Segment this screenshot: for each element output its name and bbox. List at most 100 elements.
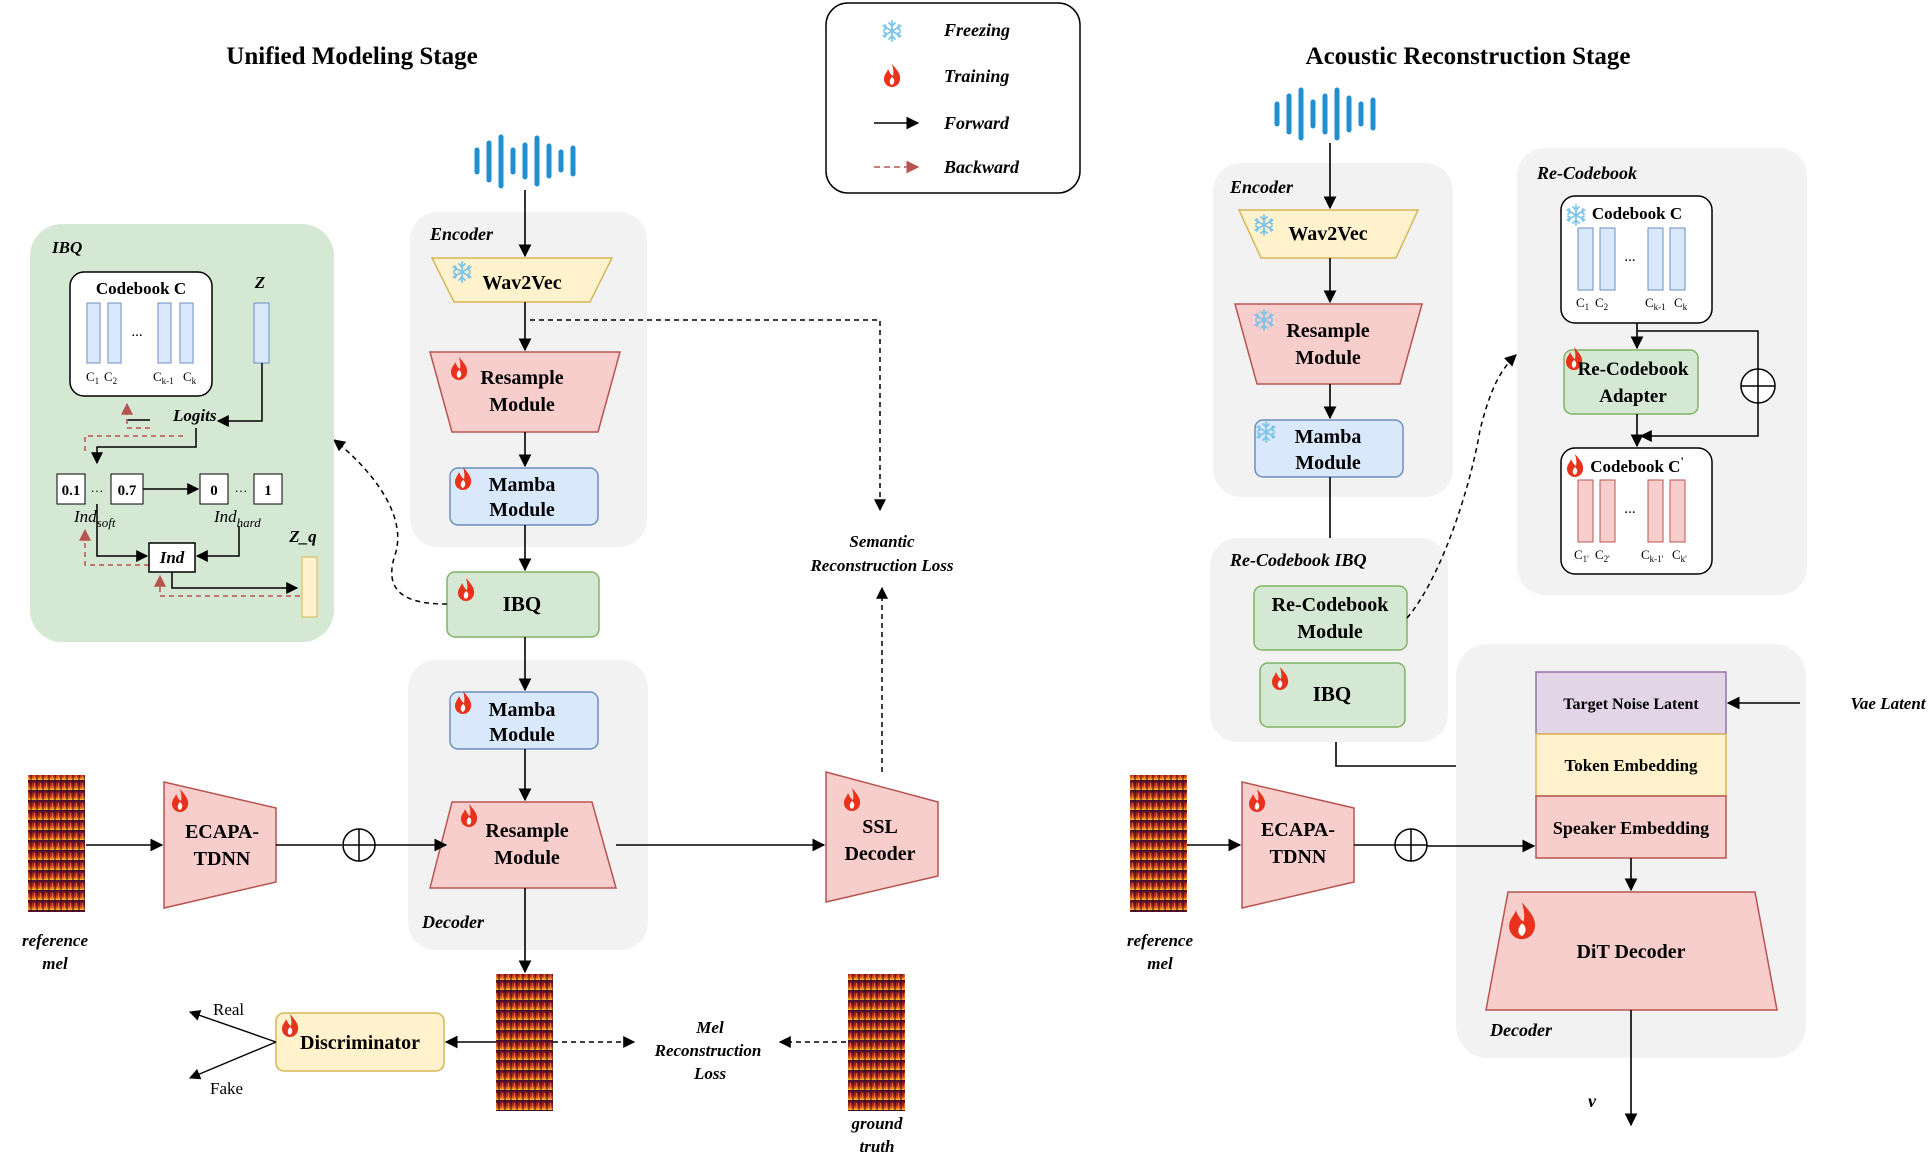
right-encoder-label: Encoder [1229, 177, 1294, 197]
real-label: Real [213, 1000, 244, 1019]
fake-label: Fake [210, 1079, 243, 1098]
right-reference-label-2: mel [1147, 954, 1173, 973]
ibq-label: IBQ [503, 592, 542, 616]
mamba-label: Mamba [489, 699, 556, 721]
rc-ck1p-label: Ck-1' [1641, 547, 1664, 564]
rc-c2-label: C2 [1595, 295, 1608, 312]
z-label: Z [254, 273, 265, 292]
right-decoder-label: Decoder [1489, 1020, 1553, 1040]
right-stage-title: Acoustic Reconstruction Stage [1306, 43, 1631, 70]
recodebook-module-label-2: Module [1297, 621, 1363, 643]
right-reference-label: reference [1127, 931, 1194, 950]
ind-soft-label: Indsoft [73, 507, 116, 530]
reference-mel-spectrogram [28, 775, 85, 912]
vae-latent-label: Vae Latent [1850, 694, 1926, 713]
wav2vec-block: Wav2Vec [430, 257, 614, 303]
target-noise-latent: Target Noise Latent [1535, 671, 1727, 735]
reference-label: reference [22, 931, 89, 950]
ground-truth-mel-spectrogram [848, 974, 905, 1111]
mamba-label: Mamba [489, 474, 556, 496]
target-noise-label: Target Noise Latent [1563, 696, 1699, 713]
token-embedding: Token Embedding [1535, 733, 1727, 797]
right-resample-label: Resample [1286, 320, 1369, 342]
codebook-c-dots: ... [1624, 249, 1635, 265]
hard-value-1: 0 [210, 483, 218, 499]
resample-label: Resample [480, 367, 563, 389]
right-ibq-block: IBQ [1259, 662, 1406, 728]
wav2vec-label: Wav2Vec [482, 272, 561, 294]
recodebook-adapter: Re-Codebook Adapter [1563, 347, 1699, 415]
right-wav2vec-label: Wav2Vec [1288, 223, 1367, 245]
codebook-c-prime-dots: ... [1624, 501, 1635, 517]
adapter-label: Re-Codebook [1578, 359, 1689, 380]
right-mamba-module: Mamba Module [1254, 419, 1404, 478]
ssl-decoder: SSL Decoder [825, 771, 939, 903]
speaker-embedding: Speaker Embedding [1535, 795, 1727, 859]
mel-loss-label-3: Loss [693, 1064, 727, 1083]
dit-decoder-label: DiT Decoder [1576, 941, 1685, 963]
hard-value-2: 1 [264, 483, 272, 499]
recodebook-module: Re-Codebook Module [1253, 585, 1408, 651]
resample-module-encoder: Resample Module [429, 351, 621, 433]
zq-vector [301, 556, 318, 618]
ssl-label: SSL [862, 816, 898, 838]
rc-c1p-label: C1' [1574, 547, 1589, 564]
right-resample-module: Resample Module [1234, 303, 1423, 385]
codebook-c-prime-title: Codebook C' [1590, 454, 1684, 476]
discriminator-label: Discriminator [300, 1032, 420, 1054]
right-mamba-label-2: Module [1295, 452, 1361, 474]
encoder-label: Encoder [429, 224, 494, 244]
waveform-icon [1274, 87, 1376, 141]
legend-forward: Forward [943, 113, 1010, 133]
circle-plus-icon [1394, 828, 1428, 862]
right-wav2vec-block: Wav2Vec [1237, 209, 1420, 259]
ecapa-label: ECAPA- [185, 821, 259, 843]
circle-plus-icon [1740, 368, 1776, 404]
ecapa-tdnn-right: ECAPA- TDNN [1241, 781, 1355, 909]
hard-dots: … [235, 480, 248, 495]
ecapa-label-2: TDNN [194, 848, 251, 870]
mel-loss-label-2: Reconstruction [654, 1041, 762, 1060]
decoder-label: Decoder [421, 912, 485, 932]
mamba-label-2: Module [489, 499, 555, 521]
ground-truth-label-2: truth [860, 1137, 895, 1154]
rc-ckp-label: Ck' [1672, 547, 1687, 564]
left-stage-title: Unified Modeling Stage [226, 43, 477, 70]
resample-label: Resample [485, 820, 568, 842]
legend-freezing: Freezing [943, 20, 1010, 40]
recodebook-panel-label: Re-Codebook [1536, 163, 1637, 183]
legend-training: Training [944, 66, 1009, 86]
codebook-box [69, 271, 213, 397]
right-ibq-label: IBQ [1313, 682, 1352, 706]
circle-plus-icon [342, 828, 376, 862]
right-resample-label-2: Module [1295, 347, 1361, 369]
codebook-c-title: Codebook C [1592, 204, 1682, 223]
ibq-detail-panel: IBQ Codebook C ... C1 C2 Ck-1 Ck Z Logit… [30, 224, 334, 642]
codebook-title: Codebook C [96, 279, 186, 298]
recodebook-ibq-label: Re-Codebook IBQ [1229, 550, 1367, 570]
c1-label: C1 [86, 369, 99, 386]
dit-decoder: DiT Decoder [1485, 891, 1778, 1011]
recodebook-module-label: Re-Codebook [1272, 594, 1390, 616]
zq-label: Z_q [288, 527, 317, 546]
speaker-embedding-label: Speaker Embedding [1553, 818, 1709, 838]
ibq-panel-title: IBQ [51, 238, 82, 257]
v-output-label: v [1588, 1091, 1597, 1111]
discriminator-block: Discriminator [275, 1012, 445, 1072]
token-embedding-label: Token Embedding [1564, 756, 1698, 775]
adapter-label-2: Adapter [1599, 386, 1667, 407]
legend-backward: Backward [943, 157, 1020, 177]
mamba-module-encoder: Mamba Module [449, 467, 599, 526]
c2-label: C2 [104, 369, 117, 386]
ecapa-tdnn-left: ECAPA- TDNN [163, 781, 277, 909]
mel-loss-label: Mel [695, 1018, 724, 1037]
resample-label-2: Module [494, 847, 560, 869]
right-ecapa-label-2: TDNN [1270, 846, 1327, 868]
legend: Freezing Training Forward Backward [825, 2, 1081, 194]
waveform-icon [474, 134, 576, 189]
resample-module-decoder: Resample Module [429, 801, 617, 889]
right-mamba-label: Mamba [1295, 426, 1362, 448]
rc-c1-label: C1 [1576, 295, 1589, 312]
